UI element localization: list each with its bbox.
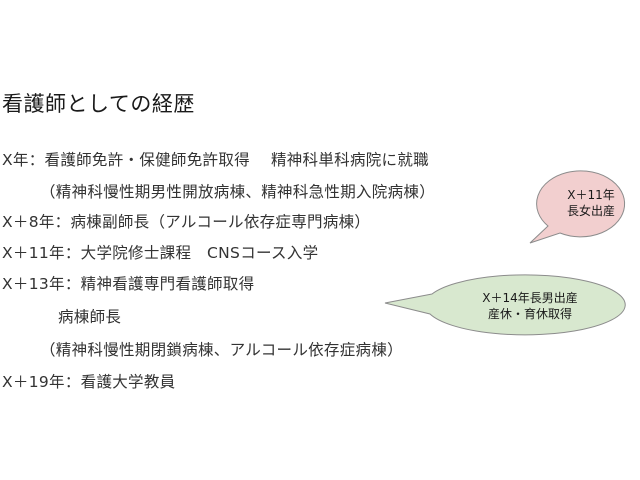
pink-speech-bubble-shape — [529, 170, 626, 244]
career-line-3: X＋8年：病棟副師長（アルコール依存症専門病棟） — [2, 213, 371, 231]
green-speech-bubble-shape — [384, 274, 626, 336]
career-line-8: X＋19年：看護大学教員 — [2, 373, 176, 391]
pink-callout-line-2: 長女出産 — [566, 204, 615, 218]
career-line-1: X年：看護師免許・保健師免許取得 精神科単科病院に就職 — [2, 151, 429, 169]
pink-callout-text: X＋11年 長女出産 — [556, 187, 626, 219]
green-callout-line-1: X＋14年長男出産 — [482, 291, 578, 305]
career-line-5: X＋13年：精神看護専門看護師取得 — [2, 275, 255, 293]
career-line-7: （精神科慢性期閉鎖病棟、アルコール依存症病棟） — [40, 341, 403, 359]
pink-callout-line-1: X＋11年 — [567, 188, 615, 202]
slide-title: 看護師としての経歴 — [2, 92, 195, 116]
green-callout-text: X＋14年長男出産 産休・育休取得 — [455, 290, 605, 322]
career-line-6: 病棟師長 — [58, 308, 122, 326]
green-callout-line-2: 産休・育休取得 — [487, 307, 572, 321]
career-line-2: （精神科慢性期男性開放病棟、精神科急性期入院病棟） — [40, 183, 436, 201]
career-line-4: X＋11年：大学院修士課程 CNSコース入学 — [2, 244, 319, 262]
